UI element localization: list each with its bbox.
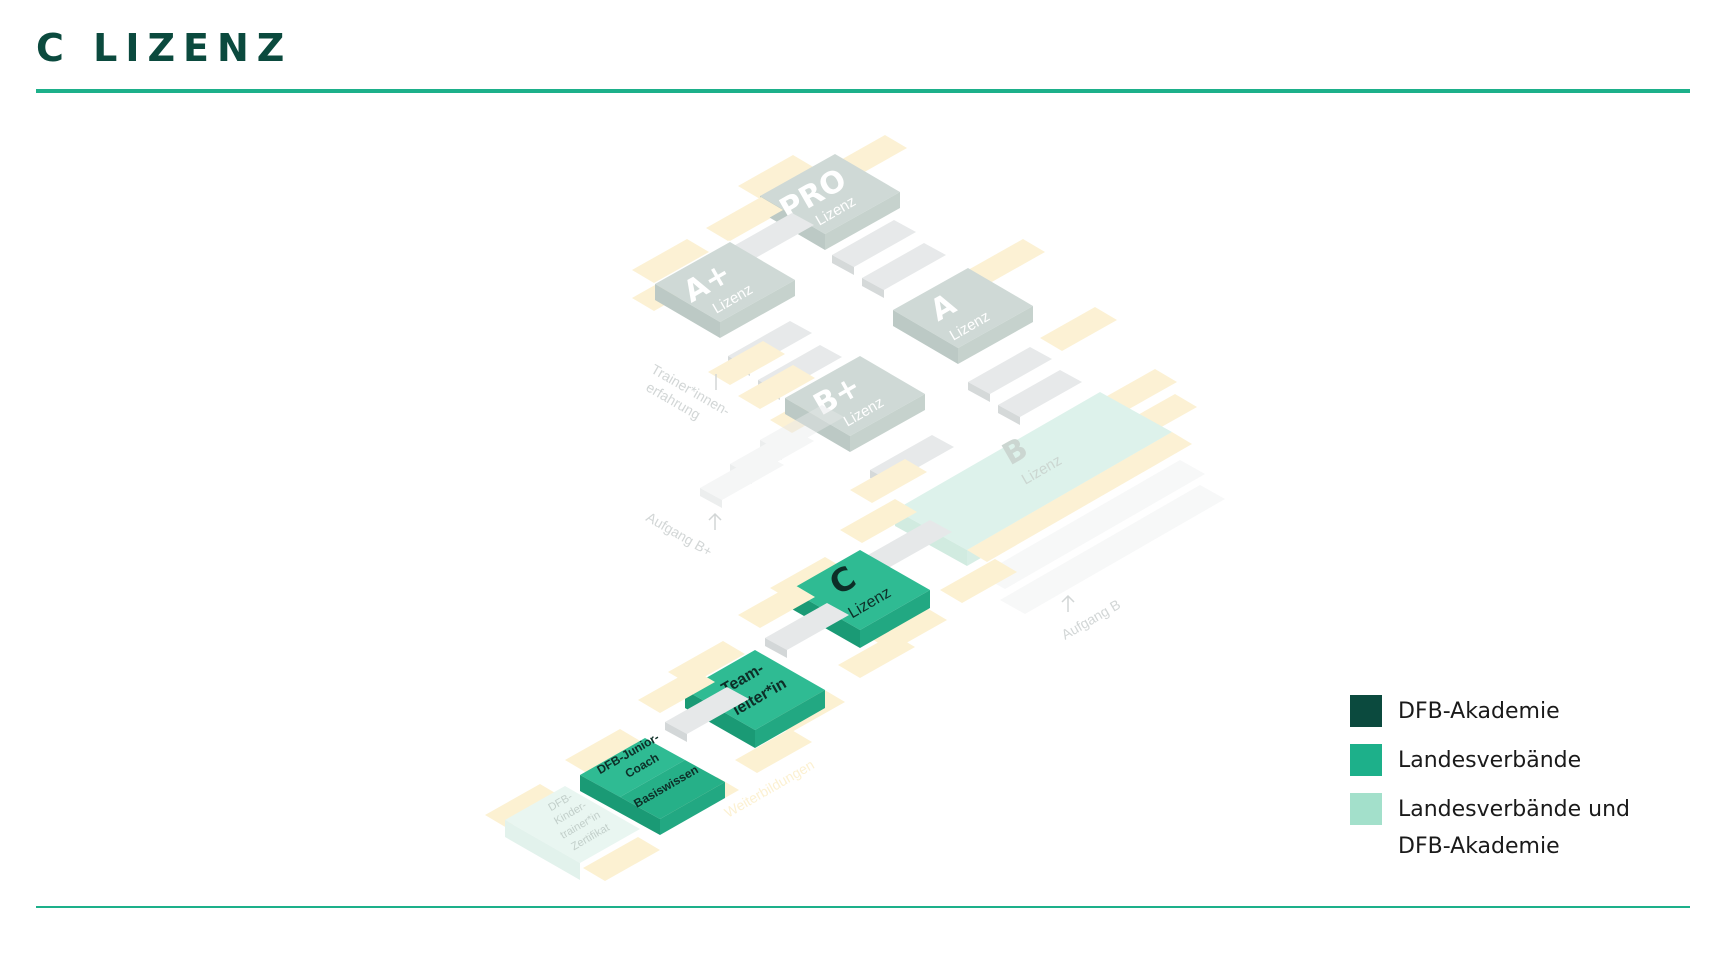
b-block: B Lizenz [895,369,1197,566]
legend-label: Landesverbände und DFB-Akademie [1398,797,1630,859]
legend-item-landesverbaende: Landesverbände [1350,744,1630,779]
arrow-up-icon [1061,594,1075,612]
legend-swatch [1350,744,1382,776]
arrow-up-icon [708,512,722,530]
legend-item-landesverbaende-und-dfb: Landesverbände und DFB-Akademie [1350,793,1630,865]
upper-structure: PRO Lizenz A+ Lizenz A Lizenz [632,135,1225,614]
aufgang-bplus-label: Aufgang B+ [644,509,716,560]
page-title: C LIZENZ [36,26,293,70]
lower-structure: C Lizenz Team- leiter*in DFB-Junior- [485,499,1017,881]
aplus-block: A+ Lizenz [632,239,795,338]
legend-label: Landesverbände [1398,748,1582,773]
a-block: A Lizenz [893,239,1117,364]
junior-coach-block: DFB-Junior- Coach Basiswissen [580,730,725,835]
legend-swatch [1350,695,1382,727]
header-divider [36,89,1690,93]
kindertrainer-block: DFB- Kinder- trainer*in Zertifikat [485,784,660,881]
legend: DFB-Akademie Landesverbände Landesverbän… [1350,695,1630,879]
legend-label: DFB-Akademie [1398,699,1560,724]
footer-divider [36,906,1690,908]
legend-item-dfb-akademie: DFB-Akademie [1350,695,1630,730]
legend-swatch [1350,793,1382,825]
arrow-icons [708,374,1075,612]
